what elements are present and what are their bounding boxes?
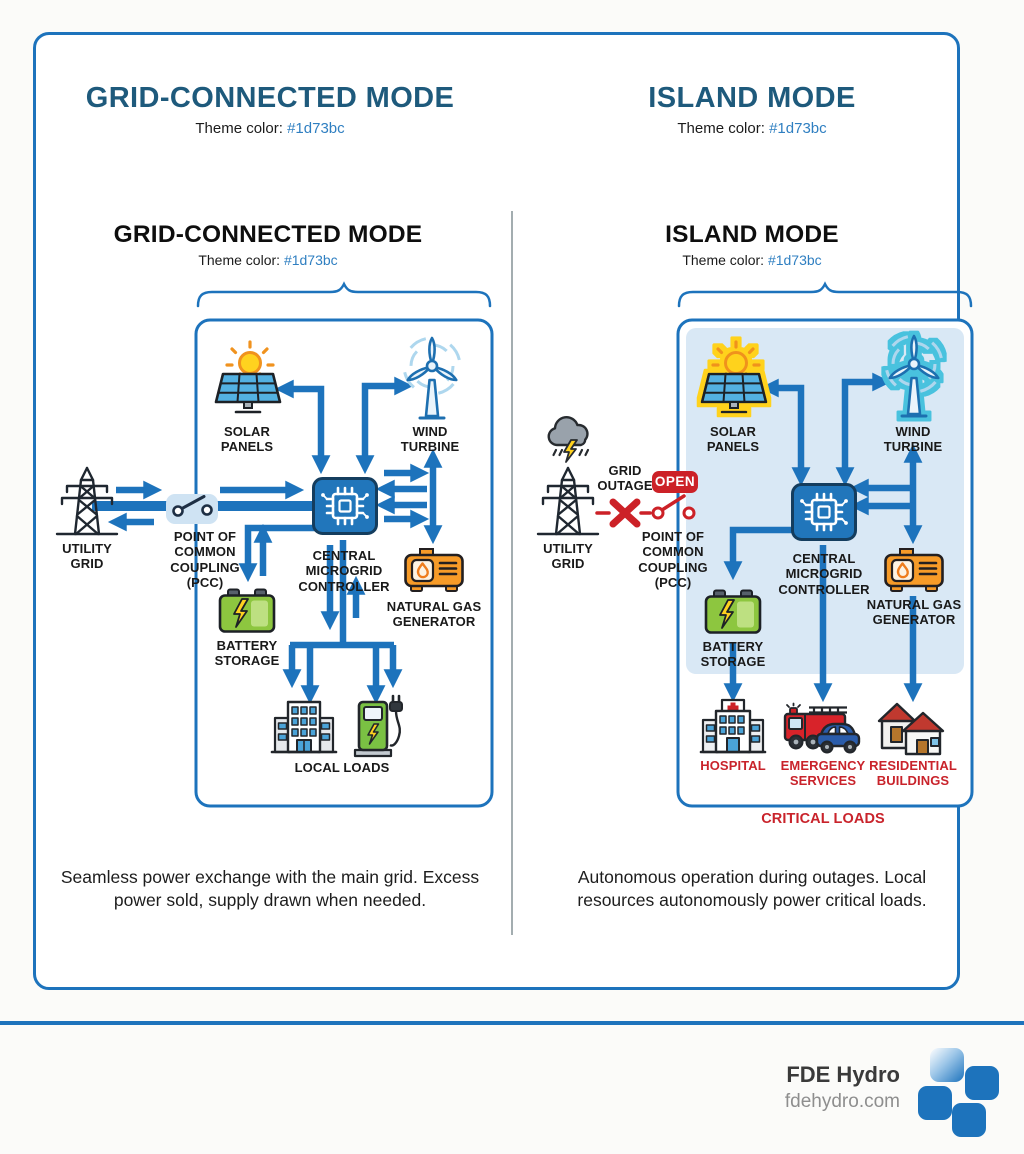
brand-block: FDE Hydro fdehydro.com <box>785 1062 900 1113</box>
local-loads-label: LOCAL LOADS <box>294 760 390 775</box>
brand-logo <box>918 1048 999 1137</box>
right-header-title: ISLAND MODE <box>648 82 856 114</box>
generator-label: NATURAL GAS GENERATOR <box>866 597 962 628</box>
left-diagram-theme-line: Theme color: #1d73bc <box>58 252 478 268</box>
generator-label: NATURAL GAS GENERATOR <box>386 599 482 630</box>
pcc-label: POINT OF COMMON COUPLING (PCC) <box>170 529 240 590</box>
gas-generator-icon <box>884 547 944 593</box>
open-badge: OPEN <box>652 471 698 493</box>
storm-cloud-icon <box>547 416 590 463</box>
pcc-label: POINT OF COMMON COUPLING (PCC) <box>638 529 708 590</box>
battery-storage-icon <box>704 589 762 634</box>
emergency-services-label: EMERGENCY SERVICES <box>780 758 866 789</box>
solar-panels-label: SOLAR PANELS <box>706 424 760 455</box>
theme-hex: #1d73bc <box>769 120 827 137</box>
residential-buildings-label: RESIDENTIAL BUILDINGS <box>869 758 957 789</box>
controller-label: CENTRAL MICROGRID CONTROLLER <box>778 551 870 597</box>
microgrid-controller-icon <box>312 477 378 535</box>
theme-hex: #1d73bc <box>287 120 345 137</box>
column-divider <box>511 211 513 935</box>
right-caption: Autonomous operation during outages. Loc… <box>577 867 927 911</box>
theme-prefix: Theme color: <box>682 252 765 268</box>
solar-panels-label: SOLAR PANELS <box>220 424 274 455</box>
theme-prefix: Theme color: <box>677 120 765 137</box>
left-brace <box>196 281 492 308</box>
right-header-theme-line: Theme color: #1d73bc <box>532 120 972 137</box>
controller-label: CENTRAL MICROGRID CONTROLLER <box>298 548 390 594</box>
critical-loads-label: CRITICAL LOADS <box>761 811 885 827</box>
footer-divider-line <box>0 1021 1024 1025</box>
battery-storage-icon <box>218 588 276 633</box>
wind-turbine-label: WIND TURBINE <box>400 424 460 455</box>
grid-outage-label: GRID OUTAGE <box>597 463 653 494</box>
left-header-theme-line: Theme color: #1d73bc <box>50 120 490 137</box>
outage-x-icon <box>609 498 641 528</box>
battery-label: BATTERY STORAGE <box>700 639 766 670</box>
right-diagram-title: ISLAND MODE <box>665 221 839 248</box>
theme-hex: #1d73bc <box>767 252 822 268</box>
left-header-title: GRID-CONNECTED MODE <box>85 82 455 114</box>
left-caption: Seamless power exchange with the main gr… <box>60 867 480 911</box>
microgrid-controller-icon <box>791 483 857 541</box>
right-brace <box>677 281 973 308</box>
right-diagram-theme-line: Theme color: #1d73bc <box>542 252 962 268</box>
hospital-label: HOSPITAL <box>700 758 766 773</box>
left-arrows <box>92 376 443 705</box>
brand-domain: fdehydro.com <box>784 1091 900 1112</box>
battery-label: BATTERY STORAGE <box>214 638 280 669</box>
theme-hex: #1d73bc <box>283 252 338 268</box>
left-diagram-title: GRID-CONNECTED MODE <box>113 221 423 248</box>
wind-turbine-label: WIND TURBINE <box>883 424 943 455</box>
pcc-closed-switch <box>166 494 218 524</box>
gas-generator-icon <box>404 547 464 593</box>
grid-outage-group <box>595 494 696 528</box>
theme-prefix: Theme color: <box>195 120 283 137</box>
brand-name: FDE Hydro <box>786 1062 900 1087</box>
right-arrows <box>723 372 923 703</box>
theme-prefix: Theme color: <box>198 252 281 268</box>
utility-grid-label: UTILITY GRID <box>543 541 593 572</box>
utility-grid-label: UTILITY GRID <box>62 541 112 572</box>
open-switch-blade <box>660 494 686 512</box>
